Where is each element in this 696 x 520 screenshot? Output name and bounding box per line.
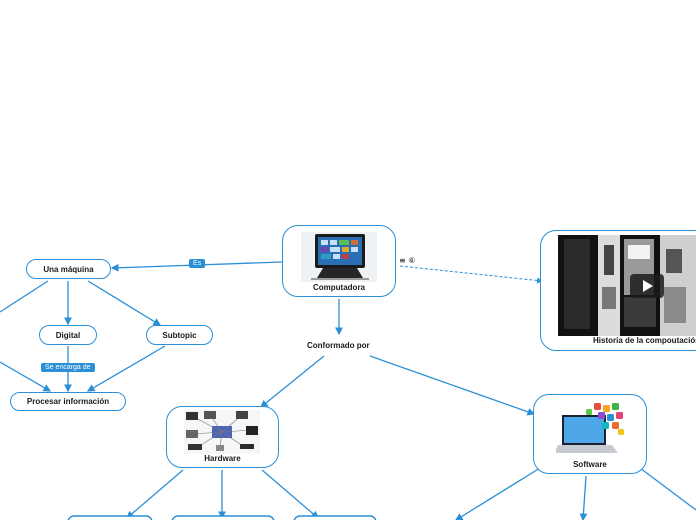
node-subtopic[interactable]: Subtopic bbox=[146, 325, 213, 345]
edge-software-child-1 bbox=[454, 467, 541, 520]
link-icon[interactable]: ⑥ bbox=[408, 256, 416, 265]
node-procesar-informacion[interactable]: Procesar información bbox=[10, 392, 126, 411]
relation-se-encarga-de-tag[interactable]: Se encarga de bbox=[41, 363, 95, 372]
software-laptop-image bbox=[556, 401, 626, 457]
edge-software-child-2 bbox=[579, 475, 588, 520]
edge-hardware-child-1 bbox=[126, 469, 184, 519]
hardware-child-box-3[interactable] bbox=[293, 515, 377, 520]
node-procesar-label: Procesar información bbox=[26, 397, 110, 406]
hardware-child-box-2[interactable] bbox=[171, 515, 275, 520]
node-una-maquina[interactable]: Una máquina bbox=[26, 259, 111, 279]
computer-monitor-image bbox=[301, 232, 377, 282]
node-digital-label: Digital bbox=[55, 330, 81, 340]
edge-conformado-hardware bbox=[259, 355, 325, 408]
hardware-devices-image bbox=[184, 410, 260, 454]
play-icon bbox=[643, 280, 653, 292]
node-subtopic-label: Subtopic bbox=[162, 330, 197, 340]
edge-computadora-video bbox=[399, 265, 543, 284]
edge-conformado-software bbox=[369, 355, 536, 416]
edge-subtopic-procesar bbox=[86, 345, 166, 392]
node-digital[interactable]: Digital bbox=[39, 325, 97, 345]
edge-software-child-3 bbox=[639, 467, 696, 511]
node-software-label: Software bbox=[573, 460, 607, 469]
node-conformado-por[interactable]: Conformado por bbox=[307, 341, 370, 350]
edge-una-maquina-subtopic bbox=[87, 280, 162, 326]
hardware-child-box-1[interactable] bbox=[67, 515, 153, 520]
node-una-maquina-label: Una máquina bbox=[43, 264, 94, 274]
notes-icon[interactable]: ≡ bbox=[399, 256, 406, 265]
edge-hardware-child-3 bbox=[261, 469, 319, 519]
edge-una-maquina-left bbox=[0, 280, 49, 313]
computadora-note-link-icons[interactable]: ≡ ⑥ bbox=[399, 256, 415, 265]
node-video-label: Historia de la compoutación bbox=[593, 336, 696, 345]
video-thumbnail[interactable] bbox=[558, 235, 696, 336]
edge-left-procesar bbox=[0, 361, 52, 392]
node-hardware-label: Hardware bbox=[204, 454, 241, 463]
node-computadora-label: Computadora bbox=[313, 283, 365, 292]
relation-es-tag[interactable]: Es bbox=[189, 259, 206, 268]
